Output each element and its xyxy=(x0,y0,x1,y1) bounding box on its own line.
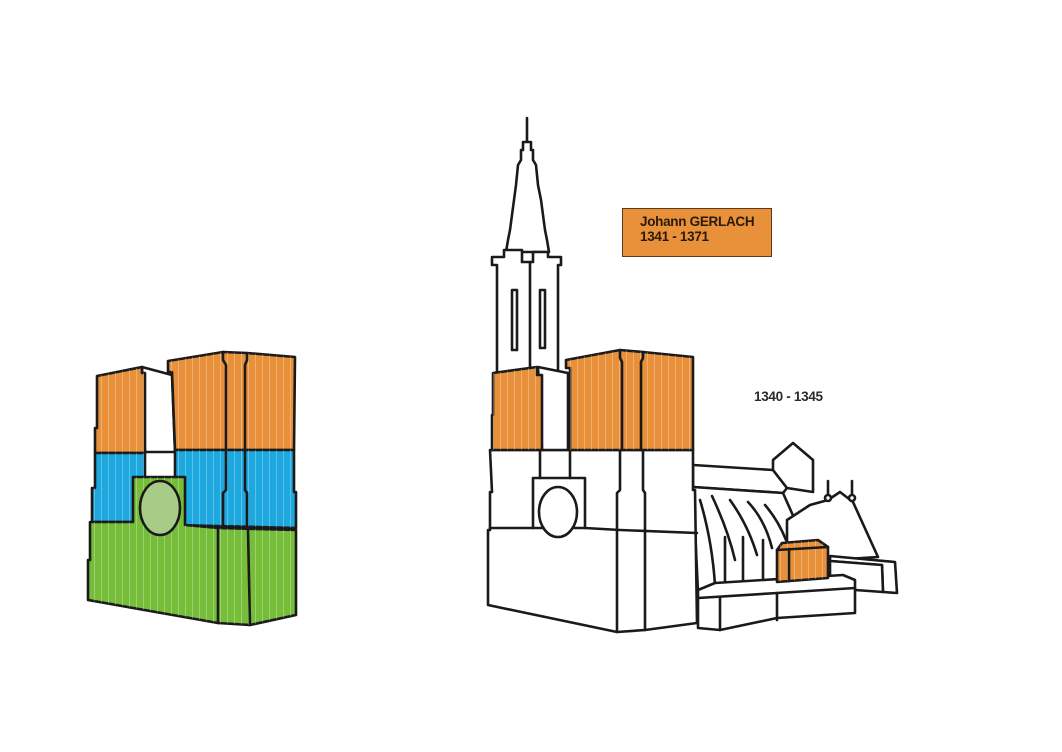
west-facade-lower xyxy=(486,448,699,634)
rose-window xyxy=(537,485,579,539)
gap-between-towers xyxy=(140,365,177,454)
nave xyxy=(691,441,899,632)
phase-orange-right-tower xyxy=(564,348,695,452)
architect-name: Johann GERLACH xyxy=(640,214,755,229)
spire xyxy=(504,140,551,254)
belfry-window xyxy=(510,288,519,352)
transept-gable xyxy=(771,441,815,494)
architect-years: 1341 - 1371 xyxy=(640,229,709,244)
cathedral-drawing xyxy=(486,116,899,634)
construction-date-label: 1340 - 1345 xyxy=(754,389,823,404)
phase-green xyxy=(86,475,298,627)
phase-orange-left-tower xyxy=(93,365,147,455)
phase-orange-left-tower xyxy=(490,365,544,452)
rose-window xyxy=(138,479,182,537)
phase-model xyxy=(86,350,298,627)
belfry xyxy=(490,248,563,375)
architect-label: Johann GERLACH 1341 - 1371 xyxy=(622,208,772,257)
phase-orange-right-tower xyxy=(166,350,297,452)
phase-blue xyxy=(90,448,298,530)
phase-orange-chapel xyxy=(775,538,830,584)
belfry-window xyxy=(538,288,547,350)
